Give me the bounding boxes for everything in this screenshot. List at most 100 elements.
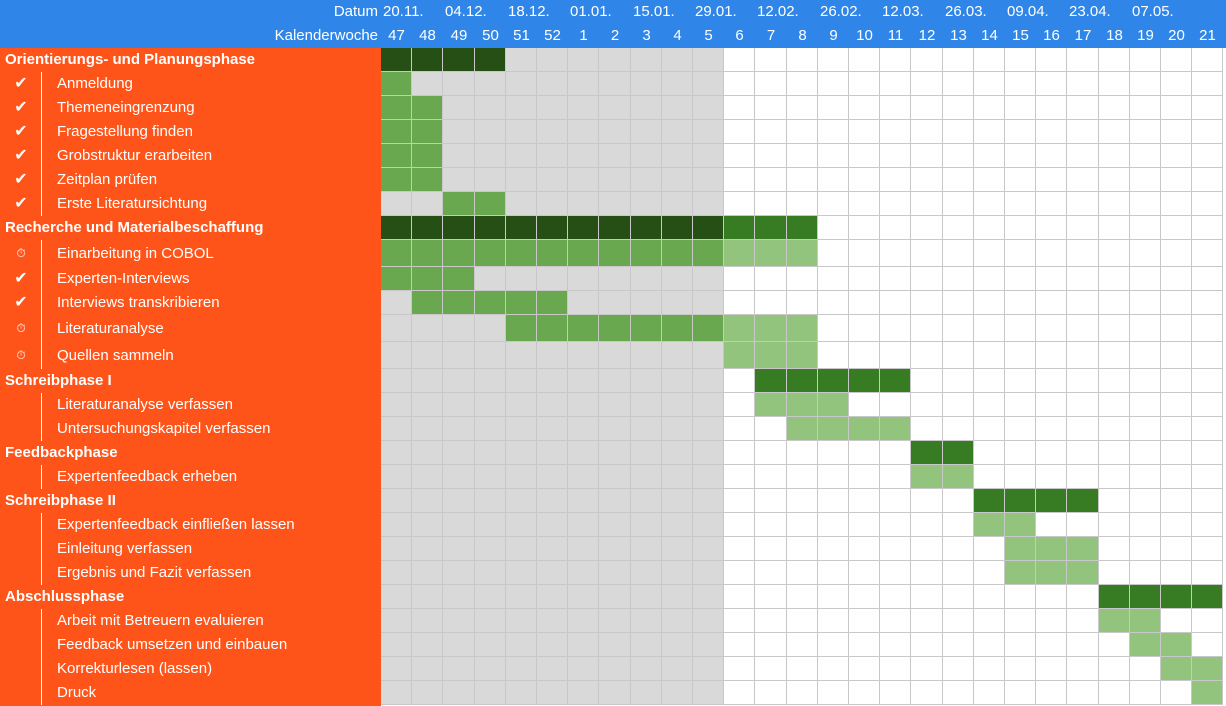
task-bar-segment <box>412 168 443 192</box>
grid-cell <box>631 561 662 585</box>
grid-cell <box>475 585 506 609</box>
grid-cell <box>631 96 662 120</box>
task-bar-segment <box>412 120 443 144</box>
grid-cell <box>662 192 693 216</box>
grid-cell <box>724 441 755 465</box>
grid-cell <box>1099 315 1130 342</box>
grid-cell <box>693 144 724 168</box>
grid-cell <box>974 267 1005 291</box>
grid-cell <box>412 441 443 465</box>
grid-cell <box>443 537 475 561</box>
task-bar-segment <box>724 342 755 369</box>
grid-cell <box>1099 144 1130 168</box>
grid-cell <box>1192 633 1223 657</box>
task-bar-segment <box>1130 633 1161 657</box>
grid-cell <box>880 561 911 585</box>
task-bar-segment <box>787 342 818 369</box>
grid-cell <box>1099 393 1130 417</box>
task-bar-segment <box>381 72 412 96</box>
grid-cell <box>537 609 568 633</box>
grid-cell <box>1005 681 1036 705</box>
grid-cell <box>443 417 475 441</box>
task-bar-segment <box>599 240 631 267</box>
grid-cell <box>911 393 943 417</box>
grid-cell <box>662 633 693 657</box>
grid-cell <box>443 489 475 513</box>
grid-cell <box>599 585 631 609</box>
grid-cell <box>662 465 693 489</box>
grid-cell <box>599 537 631 561</box>
grid-cell <box>537 513 568 537</box>
grid-cell <box>1192 489 1223 513</box>
grid-cell <box>724 96 755 120</box>
grid-cell <box>599 72 631 96</box>
grid-cell <box>849 96 880 120</box>
grid-cell <box>1161 315 1192 342</box>
grid-cell <box>1067 342 1099 369</box>
grid-cell <box>537 441 568 465</box>
week-tick-label: 6 <box>735 27 744 44</box>
task-bar-segment <box>381 96 412 120</box>
phase-bar-segment <box>412 216 443 240</box>
grid-cell <box>506 72 537 96</box>
grid-cell <box>974 48 1005 72</box>
grid-cell <box>818 96 849 120</box>
grid-cell <box>568 168 599 192</box>
grid-cell <box>475 681 506 705</box>
grid-cell <box>568 192 599 216</box>
grid-cell <box>911 513 943 537</box>
grid-cell <box>818 609 849 633</box>
date-tick-label: 12.02. <box>757 3 799 20</box>
check-icon: ✔ <box>14 99 28 116</box>
grid-cell <box>724 609 755 633</box>
grid-cell <box>662 441 693 465</box>
grid-cell <box>1161 267 1192 291</box>
grid-cell <box>1099 48 1130 72</box>
grid-cell <box>1192 369 1223 393</box>
grid-cell <box>693 681 724 705</box>
grid-cell <box>662 342 693 369</box>
task-bar-segment <box>787 417 818 441</box>
grid-cell <box>849 657 880 681</box>
grid-cell <box>1099 633 1130 657</box>
grid-cell <box>537 168 568 192</box>
grid-cell <box>1099 513 1130 537</box>
grid-cell <box>943 267 974 291</box>
grid-cell <box>506 96 537 120</box>
grid-cell <box>724 72 755 96</box>
check-icon: ✔ <box>14 147 28 164</box>
grid-cell <box>943 561 974 585</box>
grid-cell <box>1036 168 1067 192</box>
grid-cell <box>974 315 1005 342</box>
grid-cell <box>1130 267 1161 291</box>
week-tick-label: 48 <box>419 27 436 44</box>
grid-cell <box>943 585 974 609</box>
task-bar-segment <box>1005 537 1036 561</box>
task-label: Grobstruktur erarbeiten <box>57 147 213 164</box>
phase-label: Recherche und Materialbeschaffung <box>5 219 264 236</box>
row-divider <box>41 609 42 633</box>
grid-cell <box>755 681 787 705</box>
task-label: Feedback umsetzen und einbauen <box>57 636 288 653</box>
grid-cell <box>537 342 568 369</box>
grid-cell <box>943 633 974 657</box>
grid-cell <box>880 393 911 417</box>
grid-cell <box>537 585 568 609</box>
grid-cell <box>1161 72 1192 96</box>
grid-cell <box>568 561 599 585</box>
grid-cell <box>1036 315 1067 342</box>
grid-cell <box>755 633 787 657</box>
grid-cell <box>787 168 818 192</box>
grid-cell <box>818 537 849 561</box>
grid-cell <box>506 465 537 489</box>
grid-cell <box>849 72 880 96</box>
date-tick-label: 12.03. <box>882 3 924 20</box>
grid-cell <box>1067 48 1099 72</box>
task-bar-segment <box>1192 681 1223 705</box>
grid-cell <box>880 489 911 513</box>
grid-cell <box>381 585 412 609</box>
grid-cell <box>662 144 693 168</box>
grid-cell <box>631 681 662 705</box>
grid-cell <box>599 120 631 144</box>
date-tick-label: 26.02. <box>820 3 862 20</box>
